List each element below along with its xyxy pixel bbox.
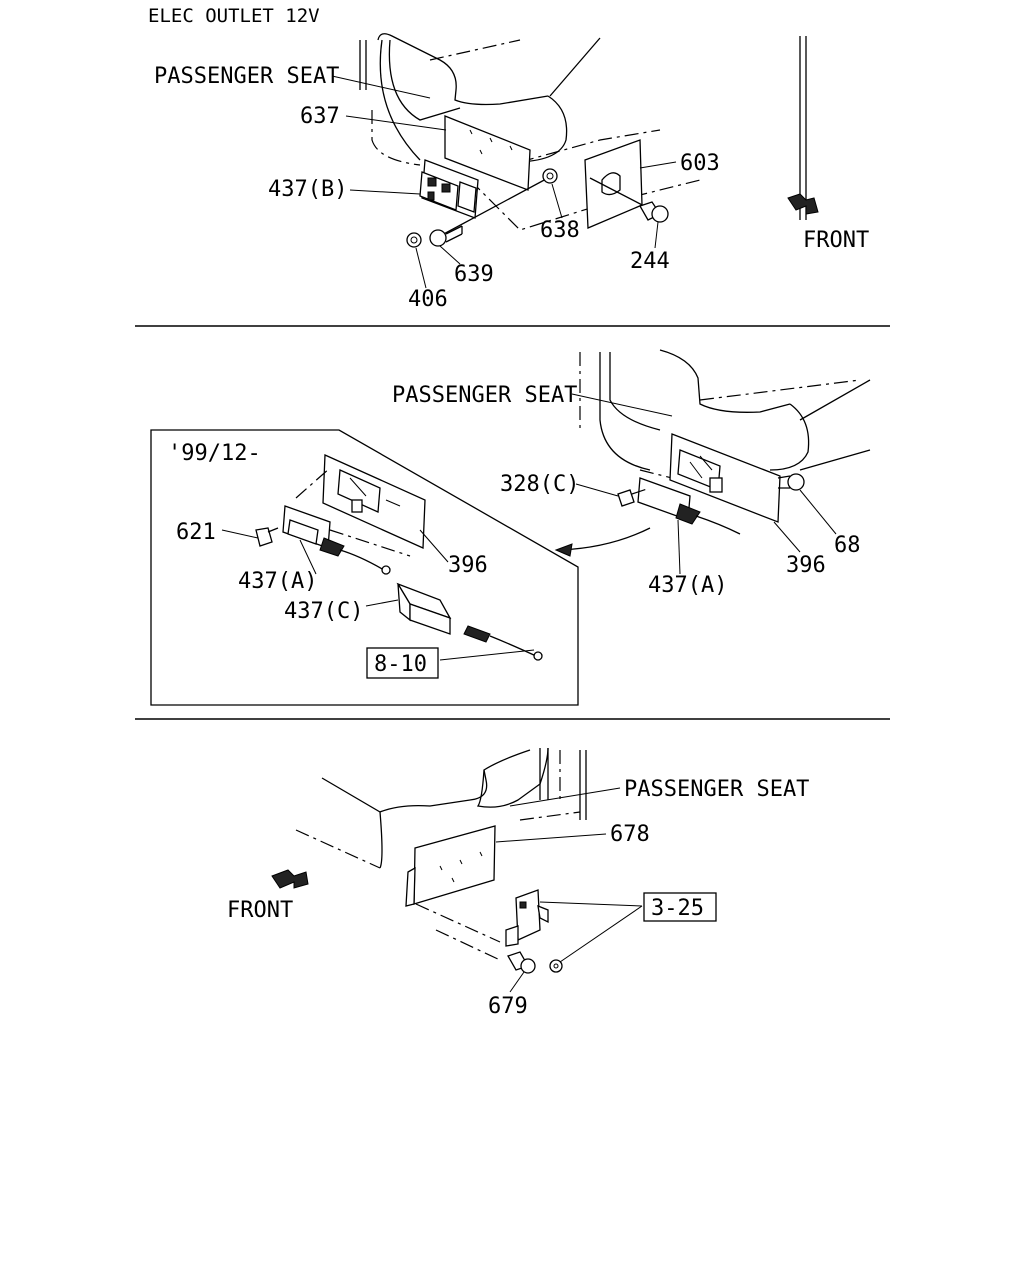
passenger-seat-drawing (359, 33, 807, 231)
bolt-679 (507, 951, 536, 974)
label-passenger-seat-bottom: PASSENGER SEAT (624, 777, 809, 802)
label-inset-date: '99/12- (168, 441, 261, 466)
passenger-seat-drawing (295, 747, 587, 869)
label-front-top: FRONT (803, 228, 869, 253)
outlet-437a-inset (282, 505, 391, 575)
label-396-inset: 396 (448, 553, 488, 578)
label-437b: 437(B) (268, 177, 347, 202)
outlet-437b (419, 159, 479, 219)
front-arrow-icon (787, 193, 819, 215)
bolt-68 (777, 473, 805, 491)
inset-box: '99/12- (150, 429, 579, 706)
ref-box-3-25 (643, 892, 717, 922)
ref-box-8-10 (366, 647, 439, 679)
label-637: 637 (300, 104, 340, 129)
label-68: 68 (834, 533, 861, 558)
label-ref-3-25: 3-25 (651, 896, 704, 921)
label-621: 621 (176, 520, 216, 545)
nut (549, 959, 563, 973)
nut-328c (617, 489, 635, 507)
bracket-3-25 (505, 889, 549, 947)
diagram-title: ELEC OUTLET 12V (148, 5, 320, 27)
nut-406 (406, 232, 422, 248)
outlet-437a-main (637, 477, 741, 535)
middle-section: PASSENGER SEAT 328(C) 68 396 437(A) '99/… (150, 349, 871, 706)
bracket-678 (405, 825, 496, 907)
bracket-637 (444, 115, 531, 191)
label-679: 679 (488, 994, 528, 1019)
bracket-396-inset (322, 454, 426, 549)
label-603: 603 (680, 151, 720, 176)
front-arrow-icon (271, 869, 309, 889)
label-passenger-seat-middle: PASSENGER SEAT (392, 383, 577, 408)
label-244: 244 (630, 249, 670, 274)
bolt-639 (429, 225, 463, 247)
screw-621 (255, 527, 279, 547)
label-639: 639 (454, 262, 494, 287)
label-396-main: 396 (786, 553, 826, 578)
label-ref-8-10: 8-10 (374, 652, 427, 677)
label-678: 678 (610, 822, 650, 847)
label-437a-inset: 437(A) (238, 569, 317, 594)
bolt-244 (639, 201, 669, 223)
cover-603 (584, 139, 643, 229)
nut-638 (542, 168, 558, 184)
callout-arrow (559, 527, 651, 551)
outlet-437c (396, 582, 543, 661)
label-437a-main: 437(A) (648, 573, 727, 598)
label-437c: 437(C) (284, 599, 363, 624)
bracket-396-main (669, 433, 781, 523)
bottom-section: PASSENGER SEAT 678 FRONT 3-25 679 (227, 747, 809, 1019)
label-328c: 328(C) (500, 472, 579, 497)
label-406: 406 (408, 287, 448, 312)
label-passenger-seat-top: PASSENGER SEAT (154, 64, 339, 89)
label-638: 638 (540, 218, 580, 243)
label-front-bottom: FRONT (227, 898, 293, 923)
passenger-seat-drawing (579, 349, 871, 481)
top-section: PASSENGER SEAT 637 437(B) 603 638 FRONT … (154, 33, 869, 312)
